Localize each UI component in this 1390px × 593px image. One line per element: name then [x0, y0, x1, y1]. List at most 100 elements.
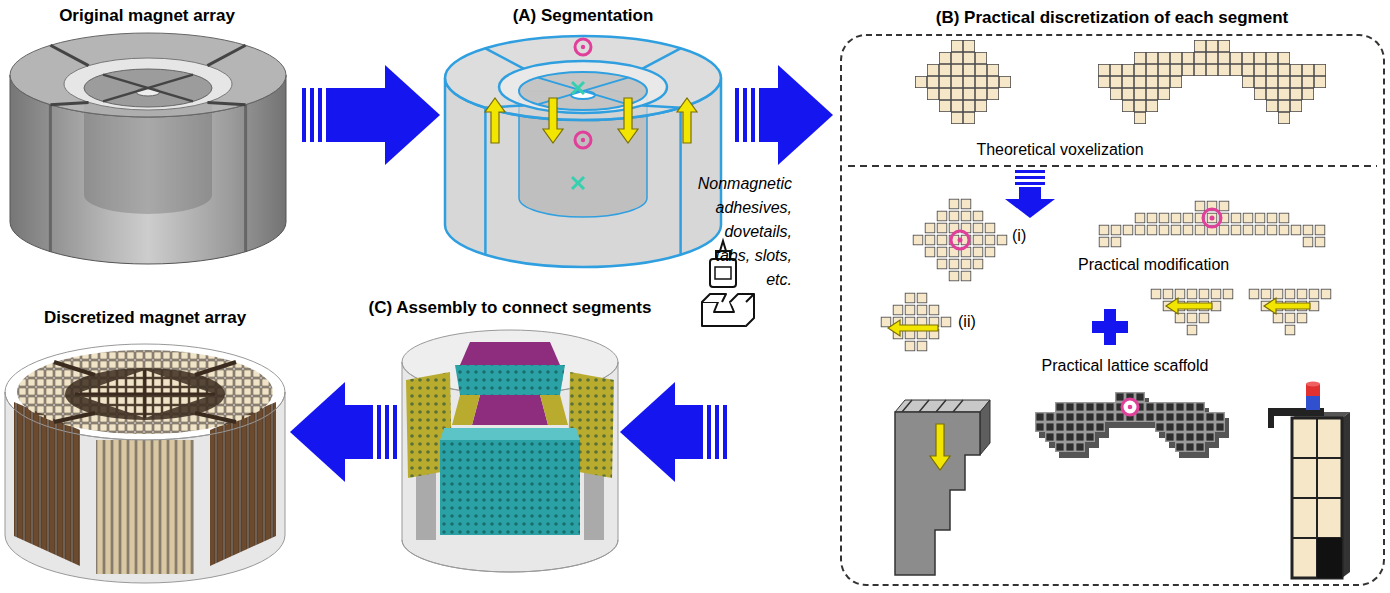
- segmented-array-figure-part: [485, 48, 523, 68]
- assembly-figure-part: [402, 362, 618, 572]
- voxel-cluster-part: [1150, 288, 1234, 300]
- flow-arrow-part: [707, 405, 711, 459]
- voxel-cluster-part: [948, 198, 972, 210]
- step-arrow-part: [1015, 182, 1045, 185]
- bolt-marker-part: [958, 238, 963, 243]
- magnet-array-figure-part: [49, 105, 52, 252]
- scaffold-figure-part: [1045, 432, 1095, 442]
- flow-arrow-part: [326, 88, 385, 142]
- magnet-array-figure-part: [50, 102, 88, 104]
- magnet-array-figure-part: [103, 75, 193, 102]
- section-box: (B) Practical discretization of each seg…: [840, 4, 1385, 586]
- step-arrow-part: [1005, 199, 1055, 218]
- segmented-array-figure-part: [581, 138, 585, 142]
- flow-arrow-part: [751, 88, 755, 142]
- dovetail-icon-part: [702, 294, 754, 326]
- scaffold-figure-part: [895, 412, 980, 575]
- voxel-cluster: [915, 40, 1011, 124]
- scaffold-figure: [1035, 392, 1225, 452]
- voxel-cluster-part: [1110, 88, 1170, 100]
- segmented-array-figure-part: [575, 132, 591, 148]
- flow-arrow-part: [318, 88, 322, 142]
- voxel-cluster-part: [1242, 76, 1326, 88]
- flow-arrow: [302, 65, 440, 165]
- bolt-marker-part: [1203, 209, 1221, 227]
- step-arrow: [1005, 170, 1055, 218]
- discretized-array-figure-part: [195, 362, 236, 375]
- segmented-array-figure: [445, 36, 721, 267]
- voxel-cluster-part: [1302, 236, 1326, 248]
- magnet-array-figure-part: [64, 58, 232, 110]
- voxel-cluster-part: [912, 234, 1008, 246]
- magnetization-arrow: [888, 320, 938, 336]
- discretized-array-figure-part: [5, 344, 285, 440]
- bolt-marker: [951, 231, 969, 249]
- scaffold-figure-part: [1306, 382, 1320, 387]
- flow-arrow-part: [345, 405, 373, 459]
- assembly-figure-part: [440, 440, 580, 535]
- flow-arrow-part: [385, 405, 389, 459]
- segmented-array-figure-part: [677, 98, 697, 143]
- dashed-frame: [840, 34, 1385, 586]
- voxel-cluster-part: [1194, 40, 1230, 52]
- assembly-figure-part: [455, 365, 565, 395]
- magnet-array-figure-part: [103, 75, 193, 102]
- bolt-marker-part: [1210, 216, 1215, 221]
- discretized-array-figure: [5, 344, 285, 583]
- voxel-cluster-part: [904, 292, 928, 304]
- voxel-cluster-part: [1098, 236, 1122, 248]
- scaffold-figure-part: [1035, 422, 1105, 432]
- discretized-array-figure-part: [54, 413, 95, 422]
- bolt-marker-part: [1122, 399, 1138, 415]
- flow-arrow-part: [302, 88, 306, 142]
- segmented-array-figure-part: [543, 98, 563, 143]
- voxel-cluster-part: [951, 40, 975, 52]
- scaffold-figure-part: [930, 424, 950, 470]
- bolt-marker-part: [951, 231, 969, 249]
- scaffold-figure-part: [1268, 408, 1274, 428]
- voxel-cluster-part: [936, 210, 984, 222]
- voxel-cluster-part: [948, 270, 972, 282]
- voxel-cluster-part: [1134, 52, 1290, 64]
- segmented-array-figure-part: [642, 105, 680, 107]
- voxel-cluster-part: [927, 64, 999, 76]
- segmented-array-figure-part: [499, 61, 667, 113]
- section-heading: (B) Practical discretization of each seg…: [936, 8, 1288, 28]
- step-label: Theoretical voxelization: [976, 140, 1143, 159]
- voxel-cluster-part: [1098, 76, 1182, 88]
- flow-arrow: [290, 382, 397, 482]
- scaffold-figure-part: [1292, 497, 1342, 499]
- voxel-cluster: [1098, 200, 1326, 248]
- voxel-cluster-part: [1284, 324, 1296, 336]
- voxel-cluster-part: [1098, 64, 1326, 76]
- bolt-marker: [1203, 209, 1221, 227]
- panel-title: Original magnet array: [59, 6, 235, 26]
- plus-sign-part: [1104, 309, 1116, 345]
- flow-arrow-part: [735, 88, 739, 142]
- scaffold-figure-part: [902, 400, 963, 412]
- note-text: Nonmagnetic adhesives, dovetails, tabs, …: [698, 172, 792, 292]
- segmented-array-figure-part: [485, 98, 505, 143]
- panel-title: (A) Segmentation: [513, 6, 654, 26]
- step-label: Practical modification: [1078, 255, 1229, 274]
- magnet-array-figure: [10, 33, 286, 264]
- assembly-figure-part: [460, 342, 560, 365]
- flow-arrow-part: [310, 88, 314, 142]
- voxel-cluster-part: [936, 258, 984, 270]
- flow-arrow: [735, 65, 833, 165]
- voxel-cluster-part: [1254, 88, 1314, 100]
- panel-title: (C) Assembly to connect segments: [369, 298, 652, 318]
- magnetization-arrow: [1264, 298, 1310, 314]
- flow-arrow-part: [715, 405, 719, 459]
- voxel-cluster-part: [1278, 112, 1290, 124]
- voxel-cluster-part: [892, 304, 940, 316]
- discretized-array-figure-part: [75, 370, 215, 418]
- assembly-figure-part: [584, 470, 604, 540]
- dovetail-icon: [702, 294, 754, 326]
- segmented-array-figure-part: [575, 39, 591, 55]
- magnet-array-figure-part: [207, 102, 245, 104]
- voxel-cluster-part: [939, 52, 987, 64]
- scaffold-figure-part: [1292, 457, 1342, 459]
- voxel-cluster-part: [1134, 212, 1290, 224]
